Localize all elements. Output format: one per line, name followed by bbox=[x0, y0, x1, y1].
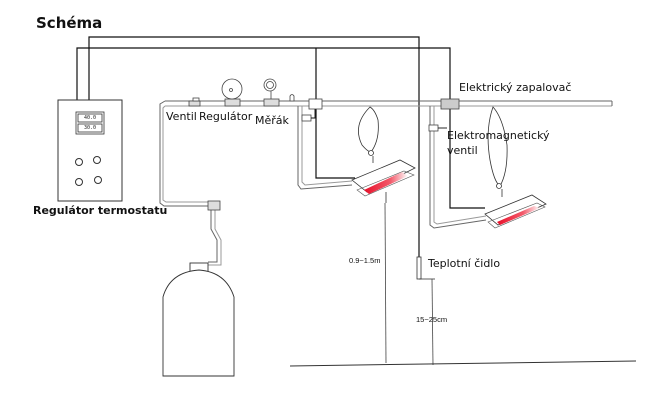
display-bottom bbox=[77, 123, 103, 133]
heater-glow bbox=[364, 172, 408, 194]
wire-igniter-1 bbox=[315, 48, 355, 179]
hanging-loop bbox=[487, 106, 508, 187]
pipe-connector bbox=[207, 200, 221, 211]
thermostat-controller bbox=[57, 99, 123, 202]
display-bottom-value: 30.0 bbox=[83, 125, 97, 131]
control-knob bbox=[94, 176, 102, 184]
regulator-body bbox=[224, 98, 241, 107]
display-top bbox=[77, 113, 103, 123]
wire-solenoid-2 bbox=[449, 104, 485, 209]
thermostat-label: Regulátor termostatu bbox=[33, 204, 168, 217]
valve-label: Ventil bbox=[166, 110, 197, 123]
sensor-height-label: 15~25cm bbox=[416, 315, 448, 324]
sensor-label: Teplotní čidlo bbox=[428, 257, 501, 270]
pipe-fittings bbox=[188, 78, 460, 211]
solenoid-label-line1: Elektromagnetický bbox=[447, 129, 550, 142]
igniter-junction bbox=[308, 98, 323, 110]
measurement-lines bbox=[289, 202, 637, 367]
solenoid-label-line2: ventil bbox=[447, 144, 478, 157]
control-knob bbox=[75, 158, 83, 166]
page-title: Schéma bbox=[36, 14, 103, 32]
sensor-height-line bbox=[431, 278, 434, 366]
display-top-value: 40.0 bbox=[83, 115, 97, 121]
gauge-body bbox=[263, 98, 280, 107]
control-knob bbox=[93, 156, 101, 164]
gauge-label: Měřák bbox=[255, 114, 289, 127]
control-knob bbox=[75, 178, 83, 186]
wire-solenoid bbox=[76, 47, 451, 104]
fitting-cap bbox=[289, 94, 295, 102]
floor-line bbox=[289, 360, 637, 367]
heater-2 bbox=[484, 106, 547, 229]
solenoid-valve-symbol bbox=[301, 114, 312, 122]
igniter-label: Elektrický zapalovač bbox=[459, 81, 572, 94]
wire-sensor bbox=[88, 36, 420, 258]
heater-glow bbox=[497, 206, 540, 225]
heater-1 bbox=[351, 106, 416, 203]
heater-height-label: 0.9~1.5m bbox=[349, 256, 381, 265]
igniter-junction bbox=[440, 98, 460, 110]
hanging-loop bbox=[358, 106, 379, 153]
control-wires bbox=[76, 36, 485, 258]
heater-height-line bbox=[384, 202, 387, 364]
solenoid-valve-symbol bbox=[428, 124, 439, 132]
gas-bottle bbox=[162, 262, 235, 377]
valve-handle bbox=[192, 97, 200, 102]
regulator-label: Regulátor bbox=[199, 110, 253, 123]
valve-symbol bbox=[188, 100, 201, 107]
